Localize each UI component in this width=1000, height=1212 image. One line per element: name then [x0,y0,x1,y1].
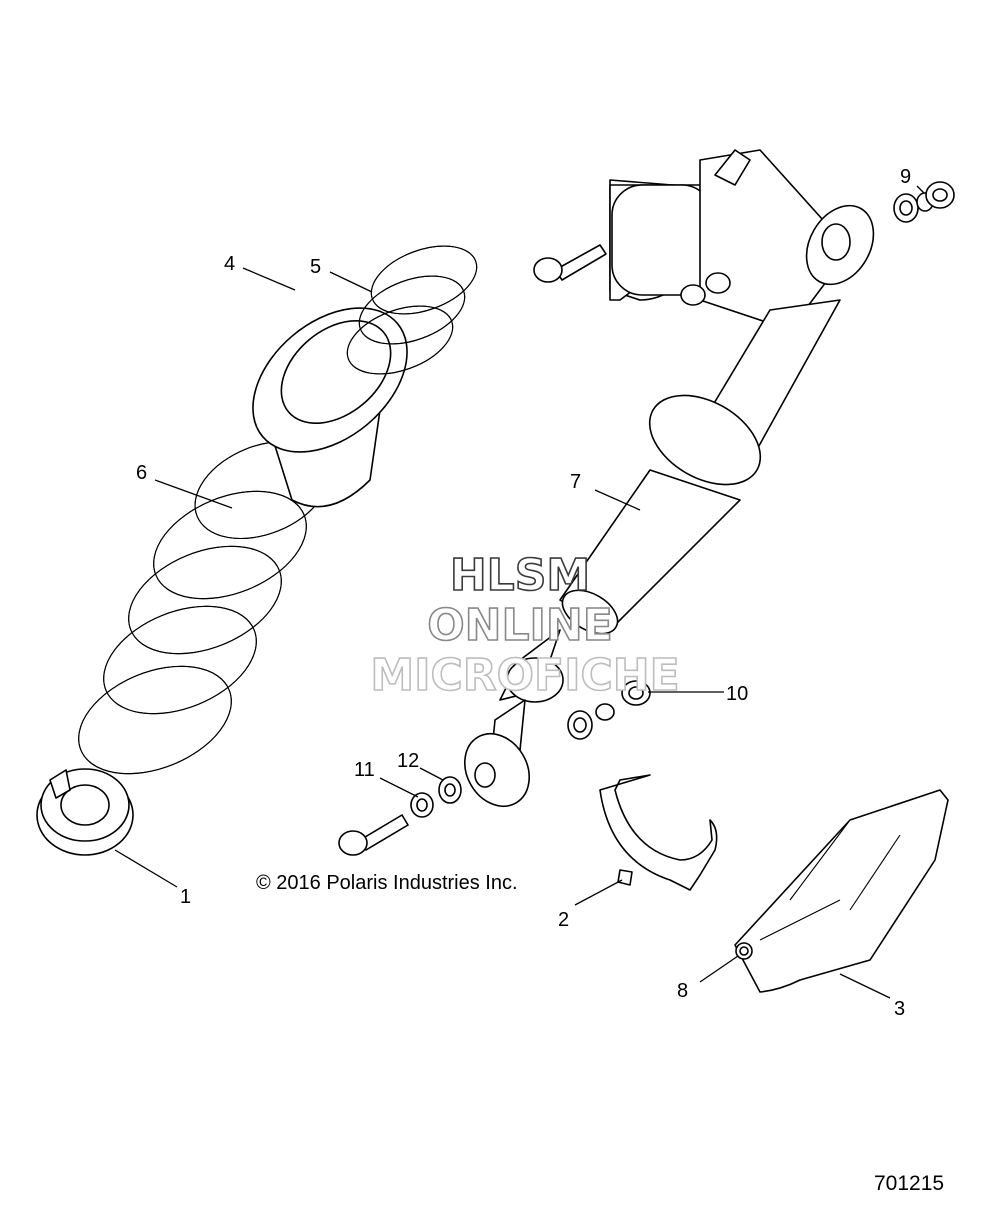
leader-1 [114,849,178,888]
leader-7 [594,489,641,511]
watermark-line2: ONLINE [427,600,613,651]
leader-lines [114,185,925,999]
callout-3: 3 [894,998,905,1020]
leader-8 [699,955,739,983]
leader-3 [839,973,891,999]
leader-2 [574,879,623,906]
watermark-line3: MICROFICHE [370,650,679,701]
copyright-notice: © 2016 Polaris Industries Inc. [256,872,518,894]
part-main-spring [78,440,330,775]
callout-10: 10 [726,683,748,705]
part-spring-adapter [252,307,408,508]
part-upper-bushing-set [893,181,955,223]
part-lower-bolt [338,776,462,856]
part-shock-guard [734,789,949,993]
part-spring-retainer-lower [36,768,134,856]
leader-11 [379,777,419,798]
part-lower-bushing-set [567,680,651,740]
callout-2: 2 [558,909,569,931]
part-clamp-bracket [599,774,718,891]
callout-1: 1 [180,886,191,908]
leader-5 [329,271,373,293]
callout-12: 12 [397,750,419,772]
callout-7: 7 [570,471,581,493]
part-tender-spring [346,245,478,375]
callout-6: 6 [136,462,147,484]
callout-9: 9 [900,166,911,188]
leader-12 [419,767,444,781]
part-guard-fastener [735,942,753,960]
callout-8: 8 [677,980,688,1002]
callout-5: 5 [310,256,321,278]
part-upper-bolt [533,244,607,283]
callout-labels: 1 2 3 4 5 6 7 8 9 10 11 12 [136,166,911,1020]
callout-4: 4 [224,253,235,275]
callout-11: 11 [354,759,375,781]
leader-6 [154,479,233,509]
part-shock-absorber [464,149,875,807]
leader-9 [916,185,925,194]
leader-4 [242,267,296,291]
watermark-line1: HLSM [450,550,590,601]
watermark: HLSM ONLINE MICROFICHE [370,549,681,702]
figure-number: 701215 [874,1172,944,1195]
